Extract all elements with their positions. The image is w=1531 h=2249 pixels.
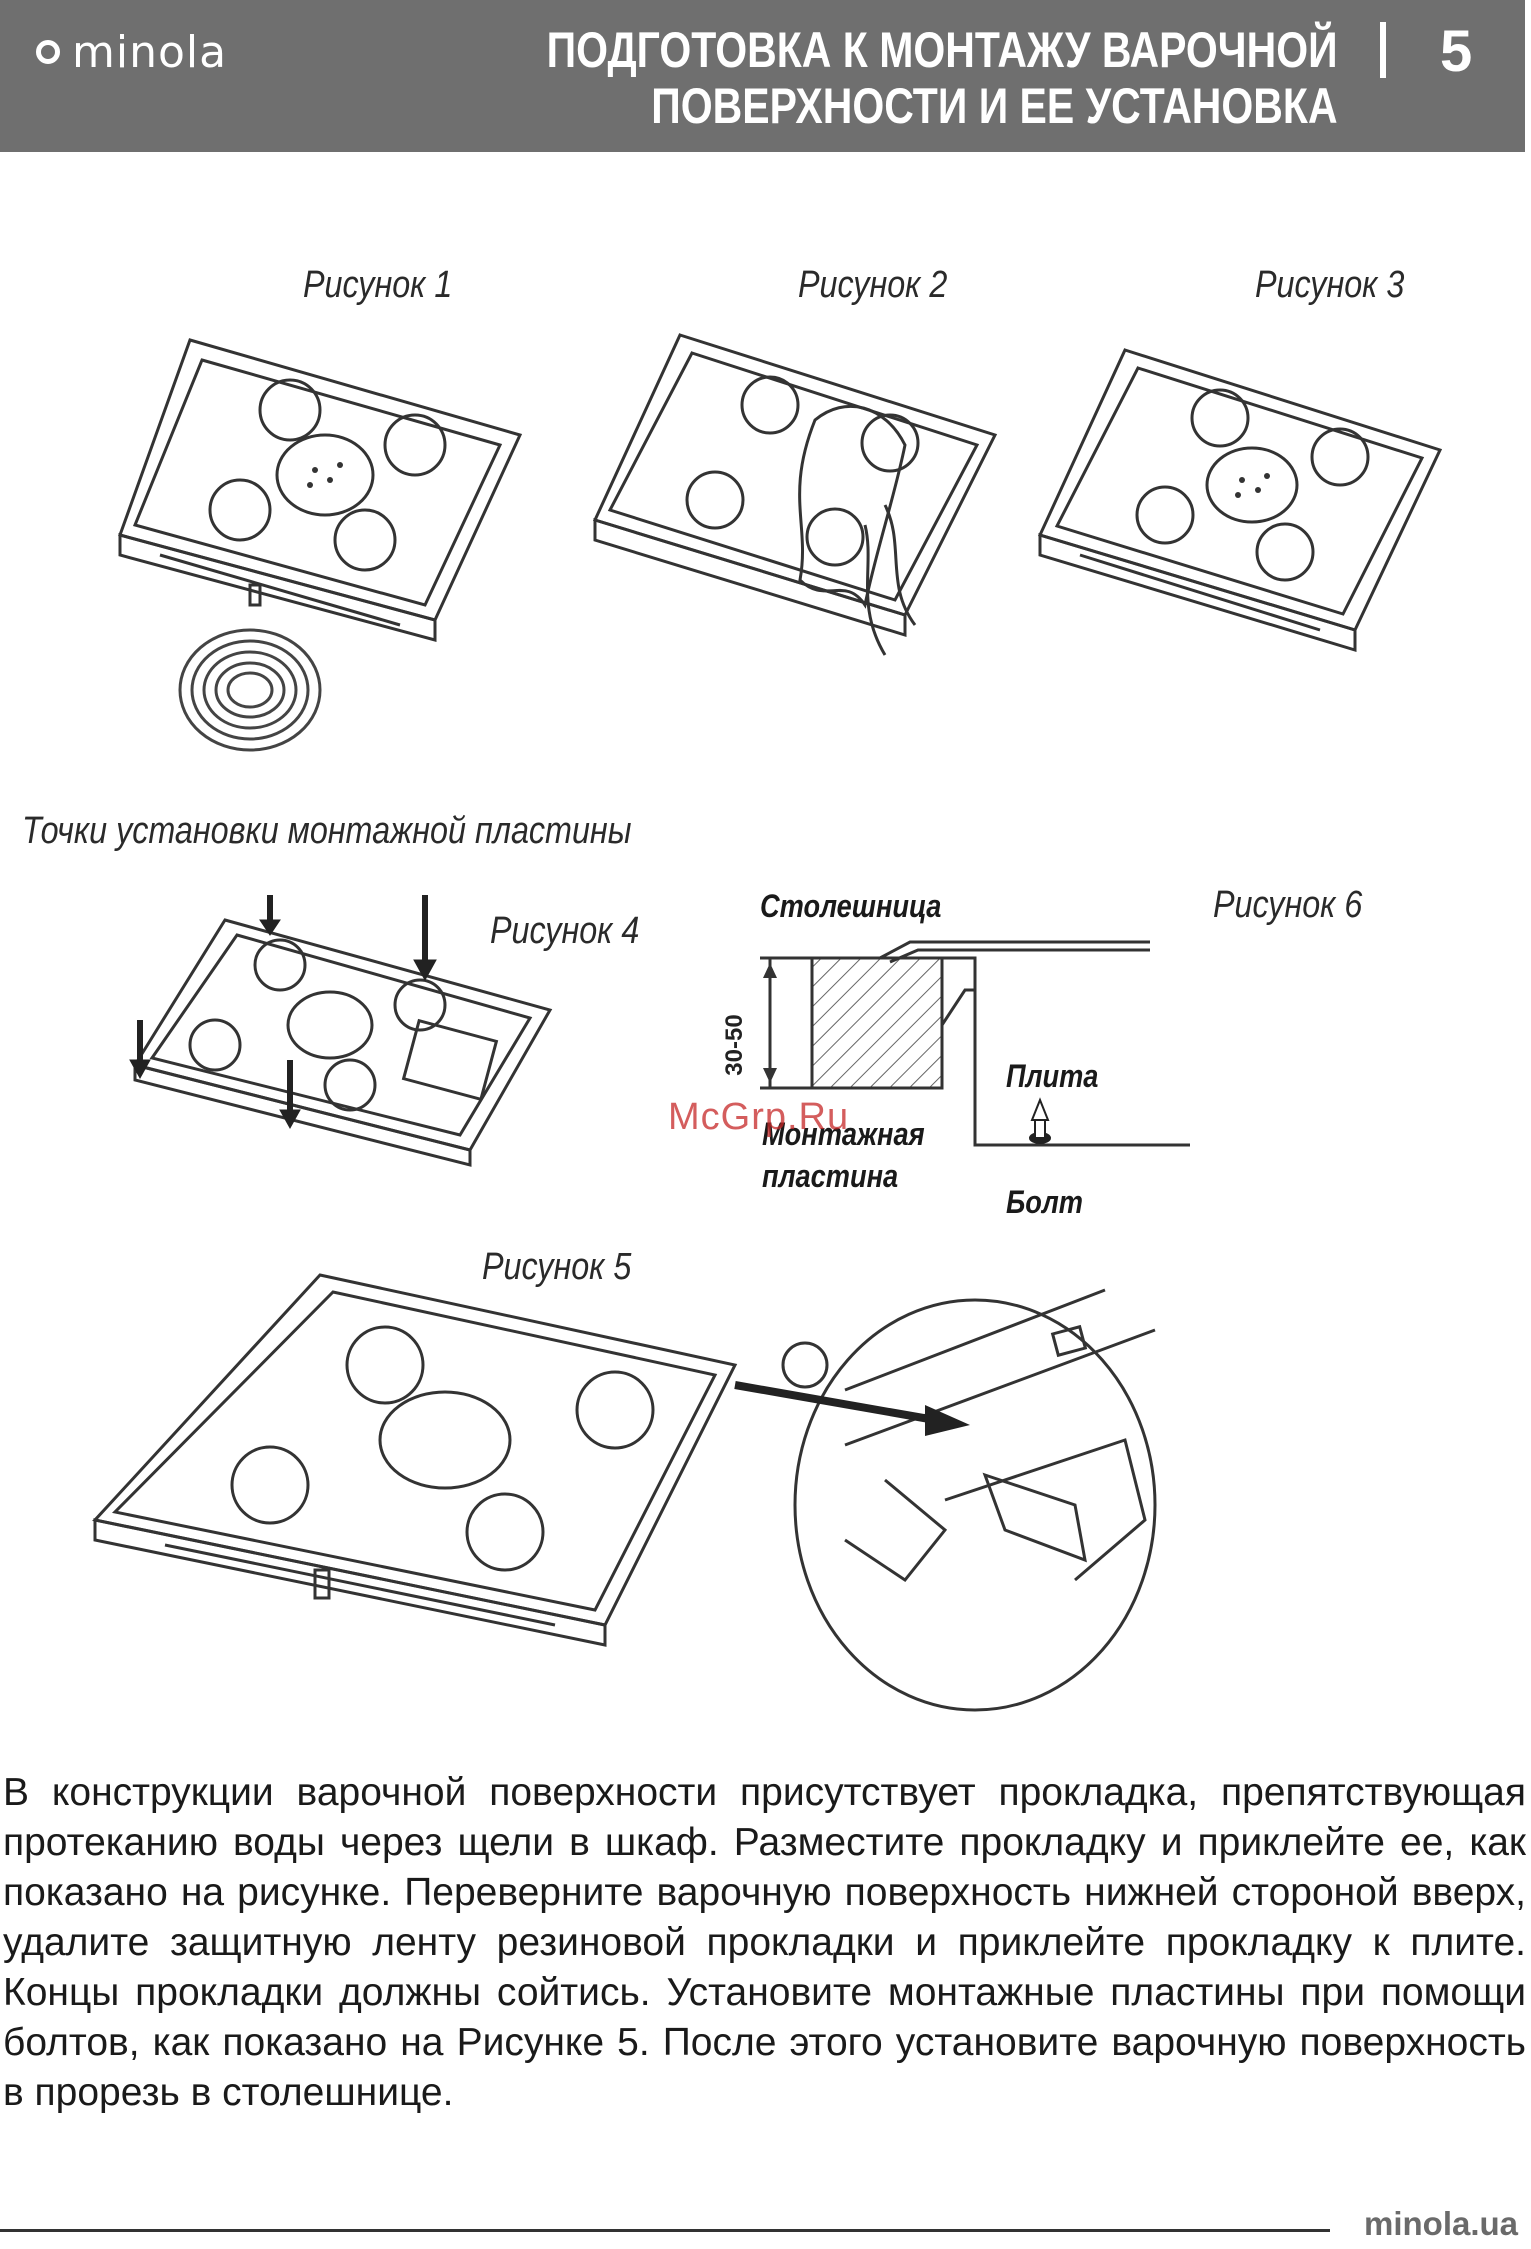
header-divider [1380,22,1386,78]
page-header: minola ПОДГОТОВКА К МОНТАЖУ ВАРОЧНОЙ ПОВ… [0,0,1525,152]
footer-rule [0,2229,1330,2232]
dimension-arrow-up-icon [763,963,777,978]
instruction-paragraph: В конструкции варочной поверхности прису… [3,1771,1526,2114]
mounting-points-caption: Точки установки монтажной пластины [22,810,632,852]
label-plate-line-2: пластина [762,1158,899,1194]
figure-1-caption: Рисунок 1 [303,264,453,306]
figure-1-hob-with-seal [118,338,523,752]
label-hob: Плита [1006,1058,1099,1094]
arrow-right-icon [925,1405,970,1436]
brand-name: minola [72,26,228,78]
figure-6-caption: Рисунок 6 [1213,884,1363,926]
label-plate-line-1: Монтажная [762,1116,925,1152]
logo-mark-icon [36,40,60,64]
dimension-label: 30-50 [721,1014,748,1075]
watermark-text: McGrp.Ru [668,1096,850,1138]
brand-logo: minola [36,26,228,78]
figure-2-hob-peeling-tape [592,333,998,656]
title-line-1: ПОДГОТОВКА К МОНТАЖУ ВАРОЧНОЙ [547,22,1338,78]
label-countertop: Столешница [760,888,942,924]
dimension-arrow-down-icon [763,1068,777,1083]
label-bolt: Болт [1006,1184,1083,1220]
figure-4-mounting-points [129,895,553,1167]
figure-3-caption: Рисунок 3 [1255,264,1405,306]
page-title: ПОДГОТОВКА К МОНТАЖУ ВАРОЧНОЙ ПОВЕРХНОСТ… [547,22,1338,134]
figure-5-caption: Рисунок 5 [482,1246,632,1288]
arrow-down-icon [279,1109,301,1130]
figure-6-cross-section: 30-50 [721,940,1190,1147]
bolt-icon [1029,1097,1051,1144]
mounting-point-arrows [129,895,437,1130]
page-number: 5 [1440,19,1473,84]
figure-4-caption: Рисунок 4 [490,910,640,952]
figure-5-bolt-installation [92,1273,1157,1712]
figure-2-caption: Рисунок 2 [798,264,948,306]
arrow-down-icon [259,919,281,936]
footer-website: minola.ua [1364,2205,1519,2242]
arrow-down-icon [413,959,437,982]
title-line-2: ПОВЕРХНОСТИ И ЕЕ УСТАНОВКА [651,78,1338,134]
figure-3-hob-with-seal-installed [1037,348,1443,653]
arrow-down-icon [129,1059,151,1080]
